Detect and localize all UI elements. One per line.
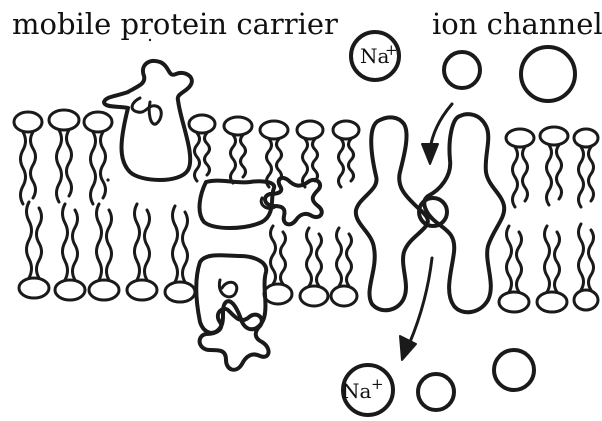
phospholipid-tail-upper-2-b [101, 132, 106, 198]
phospholipid-tail-upper-8-b [523, 147, 528, 201]
phospholipid-head-upper-6 [297, 121, 323, 139]
phospholipid-tail-lower-7-b [347, 234, 352, 286]
phospholipid-tail-lower-5-a [271, 226, 276, 284]
ion-bottom-symbol: Na [342, 379, 372, 403]
phospholipid-tail-upper-9-b [557, 145, 562, 199]
phospholipid-head-lower-10 [574, 290, 598, 310]
phospholipid-tail-upper-0-a [21, 132, 26, 204]
phospholipid-tail-lower-3-b [145, 210, 150, 280]
phospholipid-head-upper-10 [574, 129, 598, 147]
ion-bottom-2 [418, 374, 454, 410]
phospholipid-head-lower-0 [19, 278, 49, 298]
phospholipid-tail-upper-10-b [589, 147, 594, 201]
phospholipid-tail-upper-3-b [205, 133, 210, 175]
phospholipid-tail-upper-6-b [313, 139, 318, 181]
phospholipid-tail-upper-7-a [339, 139, 344, 187]
phospholipid-tail-lower-4-b [183, 212, 188, 282]
phospholipid-tail-upper-10-a [579, 147, 584, 207]
phospholipid-head-upper-0 [14, 112, 42, 132]
phospholipid-head-lower-2 [89, 280, 119, 300]
phospholipid-tail-lower-1-b [73, 210, 78, 280]
ink-speck-2 [149, 39, 151, 41]
phospholipid-tail-upper-3-a [195, 133, 200, 181]
phospholipid-tail-upper-4-b [241, 135, 246, 177]
ion-bottom-charge: + [371, 375, 384, 393]
phospholipid-head-upper-1 [49, 110, 79, 130]
phospholipid-tail-upper-5-a [267, 139, 272, 187]
phospholipid-tail-upper-1-b [67, 130, 72, 196]
phospholipid-tail-lower-5-b [281, 232, 286, 284]
ink-speck [106, 178, 109, 181]
phospholipid-tail-lower-0-b [37, 208, 42, 278]
phospholipid-tail-lower-8-b [517, 232, 522, 292]
ion-top-2 [444, 52, 480, 88]
carrier-protein-bottom [196, 255, 266, 333]
phospholipid-tail-lower-9-b [555, 232, 560, 292]
phospholipid-head-lower-5 [264, 284, 292, 304]
phospholipid-tail-lower-9-a [545, 226, 550, 292]
phospholipid-head-upper-9 [540, 127, 568, 145]
phospholipid-head-lower-1 [55, 280, 85, 300]
phospholipid-tail-lower-10-b [589, 230, 594, 290]
phospholipid-tail-upper-9-a [547, 145, 552, 205]
phospholipid-head-upper-3 [189, 115, 215, 133]
phospholipid-tail-upper-2-a [91, 132, 96, 204]
phospholipid-tail-lower-6-a [307, 228, 312, 286]
phospholipid-head-upper-7 [333, 121, 359, 139]
phospholipid-tail-lower-10-a [579, 224, 584, 290]
phospholipid-tail-upper-7-b [349, 139, 354, 181]
phospholipid-head-lower-4 [165, 282, 195, 302]
phospholipid-tail-upper-4-a [231, 135, 236, 183]
phospholipid-tail-upper-8-a [513, 147, 518, 207]
phospholipid-tail-lower-0-a [27, 202, 32, 278]
ion-top-3 [521, 47, 575, 101]
phospholipid-head-lower-3 [127, 280, 157, 300]
phospholipid-tail-lower-1-a [63, 204, 68, 280]
phospholipid-head-lower-7 [331, 286, 357, 306]
phospholipid-head-upper-8 [506, 129, 534, 147]
phospholipid-head-lower-8 [499, 292, 529, 312]
phospholipid-head-upper-2 [84, 112, 112, 132]
ion-top-charge: + [385, 41, 398, 59]
phospholipid-tail-lower-7-a [337, 228, 342, 286]
phospholipid-tail-lower-6-b [317, 234, 322, 286]
phospholipid-head-lower-6 [300, 286, 328, 306]
phospholipid-tail-lower-3-a [135, 204, 140, 280]
phospholipid-tail-upper-1-a [57, 130, 62, 202]
phospholipid-head-upper-4 [224, 117, 252, 135]
ion-bottom-3 [494, 350, 534, 390]
phospholipid-tail-lower-2-a [97, 204, 102, 280]
phospholipid-tail-lower-8-a [507, 226, 512, 292]
phospholipid-tail-lower-2-b [107, 210, 112, 280]
phospholipid-tail-upper-5-b [277, 139, 282, 181]
phospholipid-head-upper-5 [260, 121, 288, 139]
phospholipid-head-lower-9 [537, 292, 567, 312]
phospholipid-bilayer [14, 110, 598, 312]
phospholipid-tail-lower-4-a [173, 206, 178, 282]
ion-flow-arrow-top [422, 104, 452, 164]
phospholipid-tail-upper-6-a [303, 139, 308, 187]
carrier-protein-middle [200, 181, 276, 228]
ligand-bottom [200, 309, 269, 370]
ion-top-labeled: Na + [351, 32, 399, 80]
ion-bottom-labeled: Na + [342, 365, 393, 415]
phospholipid-tail-upper-0-b [31, 132, 36, 198]
carrier-protein-top [104, 61, 192, 180]
